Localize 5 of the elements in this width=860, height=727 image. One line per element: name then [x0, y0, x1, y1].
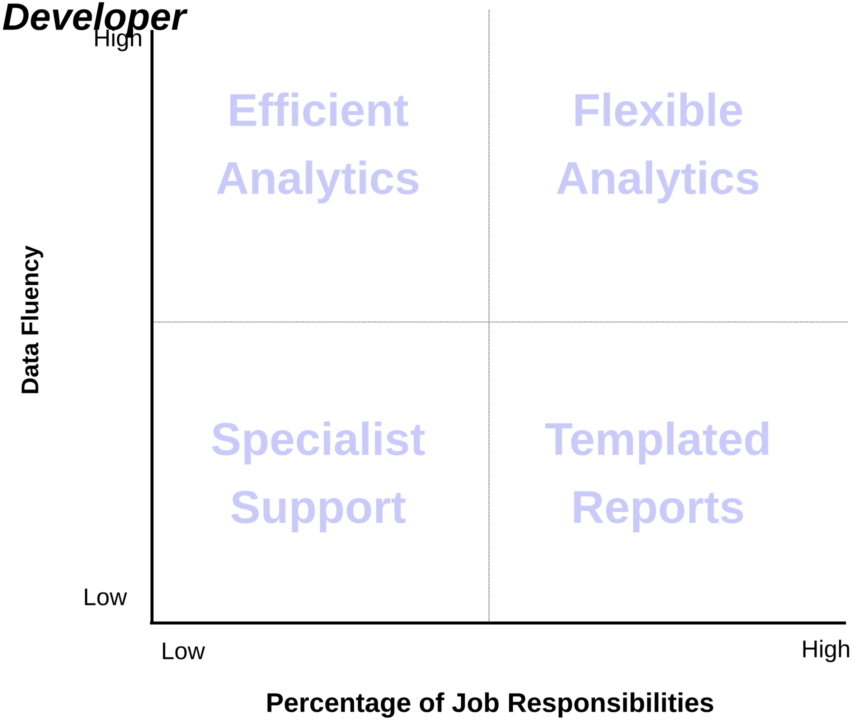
axis-label: Low — [84, 588, 128, 606]
axis-label: High — [803, 640, 850, 662]
axis-title: Percentage of Job Responsibilities — [268, 692, 714, 718]
axis-title: Data Fluency — [20, 245, 44, 394]
axis-label: Low — [162, 642, 206, 660]
